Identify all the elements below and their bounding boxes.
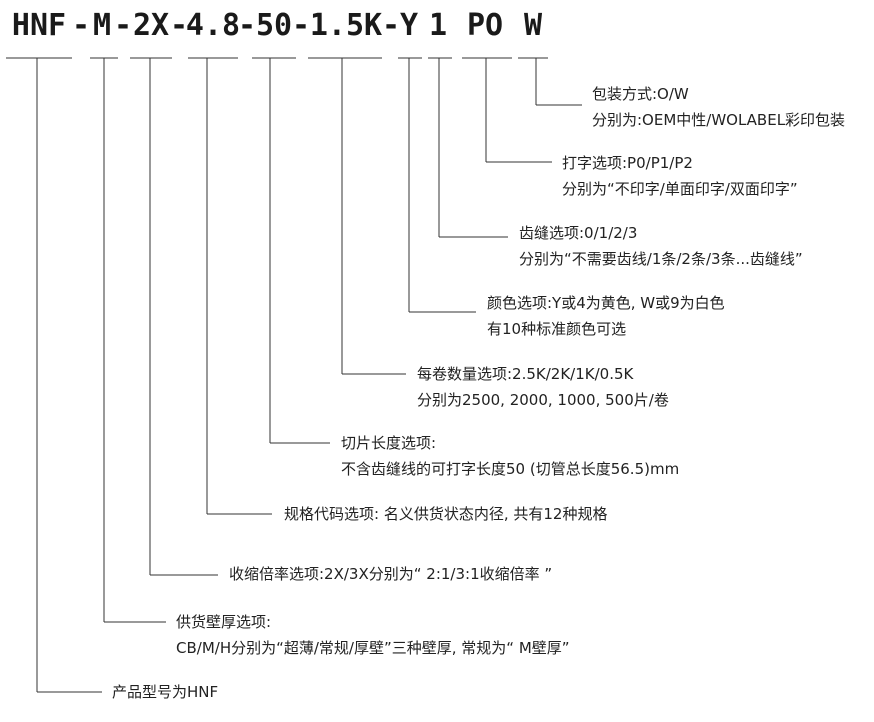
code-segment-y: Y	[399, 8, 419, 43]
code-segment-1: 1	[428, 8, 448, 43]
annotation-color: 颜色选项:Y或4为黄色, W或9为白色 有10种标准颜色可选	[487, 290, 725, 342]
annotation-title: 收缩倍率选项:2X/3X分别为“ 2:1/3:1收缩倍率 ”	[229, 565, 553, 583]
annotation-title: 打字选项:P0/P1/P2	[562, 154, 693, 172]
annotation-shrink-ratio: 收缩倍率选项:2X/3X分别为“ 2:1/3:1收缩倍率 ”	[229, 561, 552, 587]
annotation-printing: 打字选项:P0/P1/P2 分别为“不印字/单面印字/双面印字”	[562, 150, 798, 202]
annotation-wall-thickness: 供货壁厚选项: CB/M/H分别为“超薄/常规/厚壁”三种壁厚, 常规为“ M壁…	[176, 609, 570, 661]
annotation-cut-length: 切片长度选项: 不含齿缝线的可打字长度50 (切管总长度56.5)mm	[341, 430, 679, 482]
annotation-product-model: 产品型号为HNF	[112, 679, 218, 705]
code-segment-hnf: HNF	[11, 8, 67, 43]
annotation-spec-code: 规格代码选项: 名义供货状态内径, 共有12种规格	[284, 501, 607, 527]
annotation-title: 包装方式:O/W	[592, 85, 689, 103]
code-separator: -	[170, 8, 189, 43]
code-segment-m: M	[92, 8, 112, 43]
annotation-title: 供货壁厚选项:	[176, 613, 272, 631]
annotation-detail: 有10种标准颜色可选	[487, 320, 627, 338]
code-separator: -	[72, 8, 91, 43]
code-segment-2x: 2X	[132, 8, 170, 43]
annotation-title: 切片长度选项:	[341, 434, 437, 452]
code-segment-1-5k: 1.5K	[309, 8, 383, 43]
code-separator: -	[114, 8, 133, 43]
annotation-roll-quantity: 每卷数量选项:2.5K/2K/1K/0.5K 分别为2500, 2000, 10…	[417, 361, 669, 413]
annotation-detail: 不含齿缝线的可打字长度50 (切管总长度56.5)mm	[341, 460, 680, 478]
code-separator: -	[382, 8, 401, 43]
annotation-detail: 分别为“不需要齿线/1条/2条/3条...齿缝线”	[519, 250, 803, 268]
annotation-detail: 分别为:OEM中性/WOLABEL彩印包装	[592, 111, 846, 129]
code-segment-w: W	[523, 8, 543, 43]
annotation-title: 规格代码选项: 名义供货状态内径, 共有12种规格	[284, 505, 608, 523]
annotation-title: 颜色选项:Y或4为黄色, W或9为白色	[487, 294, 725, 312]
code-segment-4-8: 4.8	[185, 8, 241, 43]
code-separator: -	[238, 8, 257, 43]
code-segment-po: PO	[466, 8, 504, 43]
annotation-title: 齿缝选项:0/1/2/3	[519, 224, 638, 242]
annotation-packaging: 包装方式:O/W 分别为:OEM中性/WOLABEL彩印包装	[592, 81, 845, 133]
annotation-title: 产品型号为HNF	[112, 683, 219, 701]
code-segment-50: 50	[255, 8, 293, 43]
annotation-detail: 分别为“不印字/单面印字/双面印字”	[562, 180, 798, 198]
annotation-title: 每卷数量选项:2.5K/2K/1K/0.5K	[417, 365, 634, 383]
annotation-tooth-seam: 齿缝选项:0/1/2/3 分别为“不需要齿线/1条/2条/3条...齿缝线”	[519, 220, 803, 272]
annotation-detail: 分别为2500, 2000, 1000, 500片/卷	[417, 391, 669, 409]
code-separator: -	[292, 8, 311, 43]
annotation-detail: CB/M/H分别为“超薄/常规/厚壁”三种壁厚, 常规为“ M壁厚”	[176, 639, 570, 657]
